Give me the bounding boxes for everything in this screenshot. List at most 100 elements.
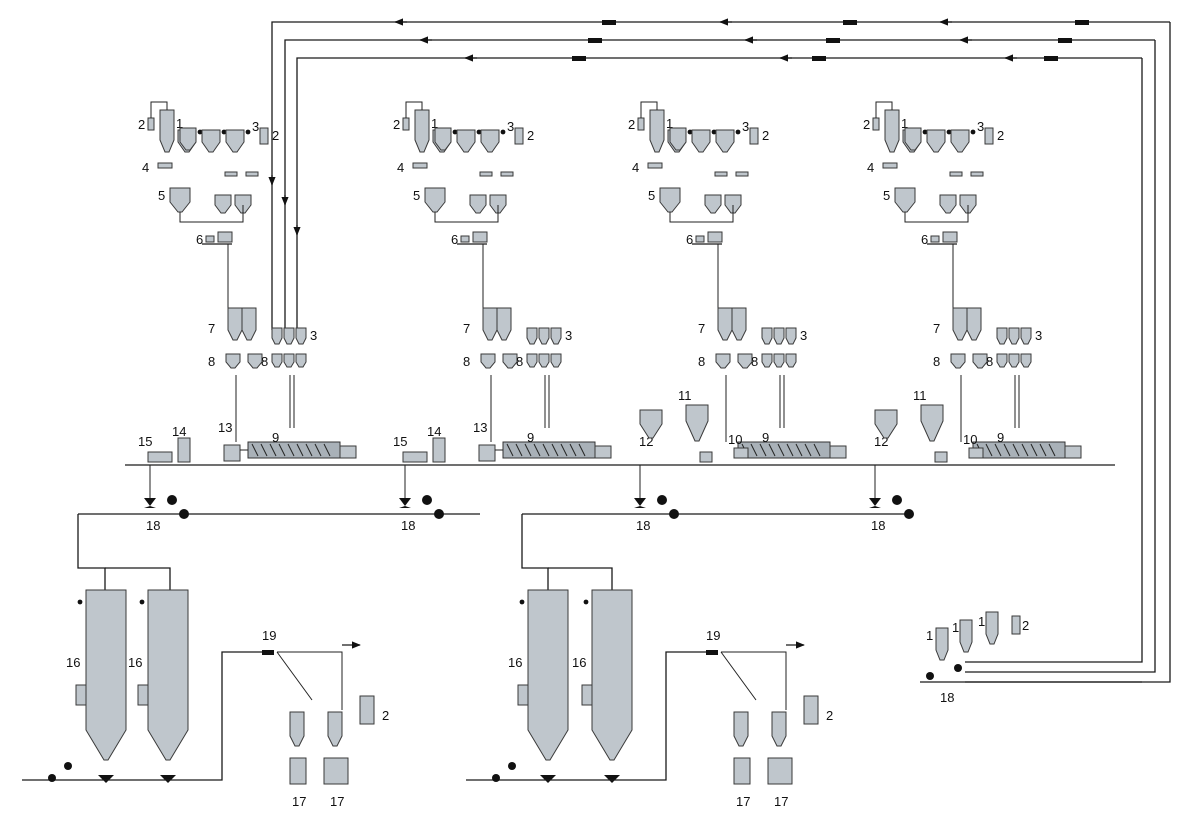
screw-conveyor [224, 171, 238, 177]
blower-icon [904, 509, 914, 519]
small-bin [984, 127, 994, 145]
label-3: 3 [742, 119, 749, 134]
storage-silo [591, 589, 633, 761]
weigh-hopper [894, 187, 916, 213]
label-2: 2 [826, 708, 833, 723]
small-bin [749, 127, 759, 145]
feeder [550, 353, 562, 368]
packing-line [721, 651, 787, 710]
packing-hopper [771, 711, 787, 747]
label-6: 6 [921, 232, 928, 247]
weigh-hopper [489, 194, 507, 214]
dryer [147, 451, 173, 463]
diverter-valve-icon [602, 20, 616, 25]
additive-hopper [225, 129, 245, 153]
additive-bin [538, 327, 550, 345]
label-8: 8 [698, 354, 705, 369]
label-9: 9 [272, 430, 279, 445]
feeder [996, 353, 1008, 368]
instrument-dot [139, 599, 145, 605]
valve-icon [98, 775, 114, 783]
label-3: 3 [252, 119, 259, 134]
additive-bin [773, 327, 785, 345]
weigh-hopper [424, 187, 446, 213]
feeder [950, 353, 966, 369]
diverter-valve-icon [812, 56, 826, 61]
additive-bin [1020, 327, 1032, 345]
weigh-hopper [959, 194, 977, 214]
label-2: 2 [138, 117, 145, 132]
screw-flight [551, 443, 559, 457]
screw-flight [305, 443, 313, 457]
screw-flight [1003, 443, 1011, 457]
mixer [707, 231, 723, 243]
screw-flight [1021, 443, 1029, 457]
feeder [972, 353, 988, 369]
feeder [773, 353, 785, 368]
diverter-valve-icon [826, 38, 840, 43]
label-5: 5 [413, 188, 420, 203]
screw-flight [251, 443, 259, 457]
premix-bin [731, 307, 747, 341]
label-2: 2 [997, 128, 1004, 143]
feed-line [434, 205, 499, 223]
additive-hopper [201, 129, 221, 153]
label-5: 5 [648, 188, 655, 203]
pelletizer [177, 437, 191, 463]
additive-hopper [691, 129, 711, 153]
small-bin [872, 117, 880, 131]
cyclone [874, 409, 898, 439]
diverter-valve-icon [1058, 38, 1072, 43]
additive-bin [550, 327, 562, 345]
storage-silo [85, 589, 127, 761]
vent-line [875, 101, 893, 118]
vent-line [150, 101, 168, 118]
premix-bin [496, 307, 512, 341]
label-4: 4 [632, 160, 639, 175]
silo-hatch [517, 684, 529, 706]
label-3: 3 [1035, 328, 1042, 343]
additive-bin [996, 327, 1008, 345]
label-17: 17 [330, 794, 344, 809]
premix-bin [717, 307, 733, 341]
blower-icon [669, 509, 679, 519]
feeder [526, 353, 538, 368]
diverter-valve-icon [588, 38, 602, 43]
screw-flight [323, 443, 331, 457]
screw-flight [296, 443, 304, 457]
label-2: 2 [382, 708, 389, 723]
transfer-line [521, 514, 549, 590]
storage-silo [527, 589, 569, 761]
feeder [1020, 353, 1032, 368]
label-9: 9 [527, 430, 534, 445]
screw-flight [506, 443, 514, 457]
label-5: 5 [158, 188, 165, 203]
label-14: 14 [427, 424, 441, 439]
transfer-line [105, 567, 171, 590]
feeder [715, 353, 731, 369]
blower-icon [179, 509, 189, 519]
blower-icon [954, 664, 962, 672]
screw-flight [287, 443, 295, 457]
label-17: 17 [292, 794, 306, 809]
additive-hopper [950, 129, 970, 153]
label-2: 2 [1022, 618, 1029, 633]
label-16: 16 [66, 655, 80, 670]
label-5: 5 [883, 188, 890, 203]
feeder [480, 353, 496, 369]
silo-hatch [581, 684, 593, 706]
additive-hopper [179, 127, 197, 151]
packing-line [277, 651, 343, 710]
conveying-line [271, 21, 1170, 330]
pelletizer [432, 437, 446, 463]
instrument-dot [687, 129, 693, 135]
additive-hopper [434, 127, 452, 151]
silo-hatch [75, 684, 87, 706]
vent [733, 447, 749, 459]
screw-flight [569, 443, 577, 457]
bagging-unit [767, 757, 793, 785]
label-8: 8 [261, 354, 268, 369]
